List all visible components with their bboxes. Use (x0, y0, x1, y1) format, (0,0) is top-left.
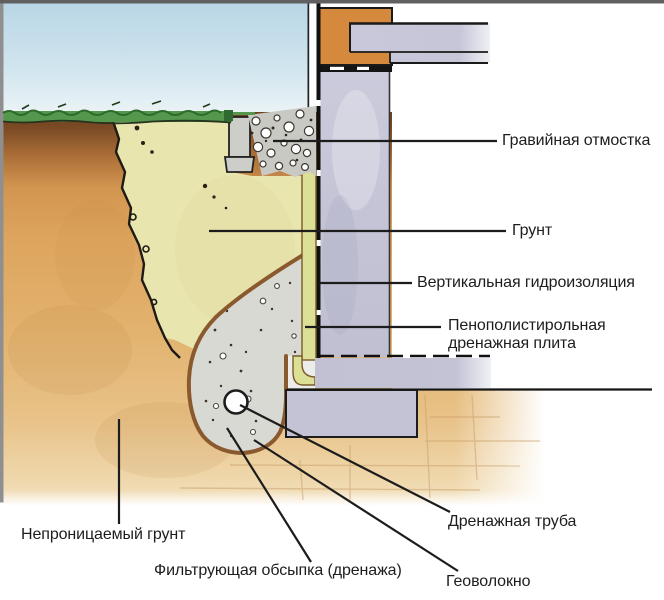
building-interior (392, 3, 664, 390)
footing-slab (287, 354, 652, 391)
leader-drainage-pipe (239, 404, 451, 513)
label-gravel-blind-area: Гравийная отмостка (502, 132, 651, 149)
label-drainage-board-line2: дренажная плита (448, 334, 576, 352)
wall-brick-joint (316, 65, 392, 72)
footing-block (285, 389, 418, 438)
label-soil: Грунт (512, 222, 553, 239)
leader-lines (117, 139, 506, 572)
geotextile-wrap (186, 253, 305, 456)
flashing-gap (309, 3, 317, 108)
top-border (0, 0, 664, 4)
blind-area-gravel (248, 106, 316, 177)
grass (2, 100, 255, 125)
curb-block (223, 116, 256, 173)
floor-slab (349, 22, 490, 64)
basement-wall (320, 63, 391, 357)
label-impermeable-soil: Непроницаемый грунт (21, 526, 186, 543)
excavation-line (111, 120, 181, 359)
flashing-line (307, 3, 310, 109)
sky (3, 3, 317, 116)
waterproofing-layer (316, 3, 321, 360)
label-geotextile: Геоволокно (446, 573, 531, 590)
label-drainage-pipe: Дренажная труба (448, 513, 577, 530)
filter-gravel-specks (204, 281, 297, 438)
label-drainage-board: Пенополистирольная дренажная плита (448, 317, 606, 352)
leader-geotextile (253, 439, 459, 572)
left-border (0, 3, 4, 503)
leader-filter-backfill (226, 427, 312, 563)
drainage-pipe (223, 389, 249, 415)
label-filter-backfill: Фильтрующая обсыпка (дренажа) (154, 562, 402, 579)
trench-backfill (113, 120, 302, 350)
soil-specks (134, 125, 228, 210)
label-vertical-waterproofing: Вертикальная гидроизоляция (417, 274, 635, 291)
label-drainage-board-line1: Пенополистирольная (448, 317, 606, 334)
